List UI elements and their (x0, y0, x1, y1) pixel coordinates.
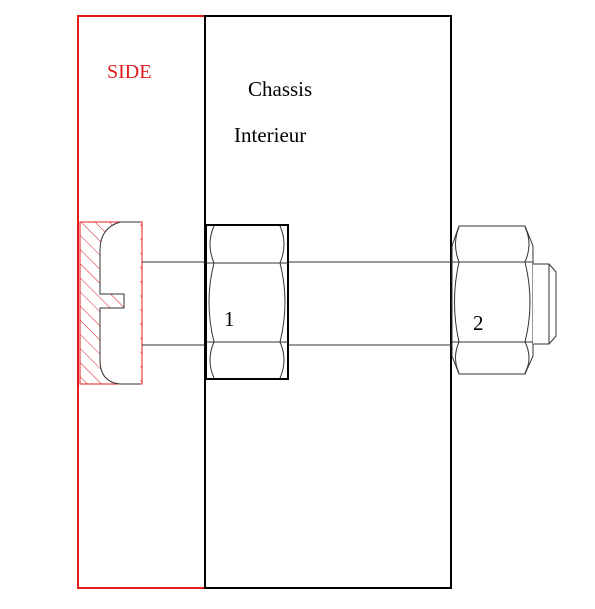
side-label: SIDE (107, 61, 151, 83)
nut-1 (205, 224, 289, 380)
chassis-label-line1: Chassis (248, 77, 312, 101)
nut-1-label: 1 (224, 307, 235, 331)
nut-2 (451, 225, 534, 375)
chassis-label-line2: Interieur (234, 123, 306, 147)
nut-2-label: 2 (473, 311, 484, 335)
bolt-head (79, 221, 143, 385)
bolt-shaft (142, 261, 454, 346)
bolt-tip (533, 263, 557, 345)
